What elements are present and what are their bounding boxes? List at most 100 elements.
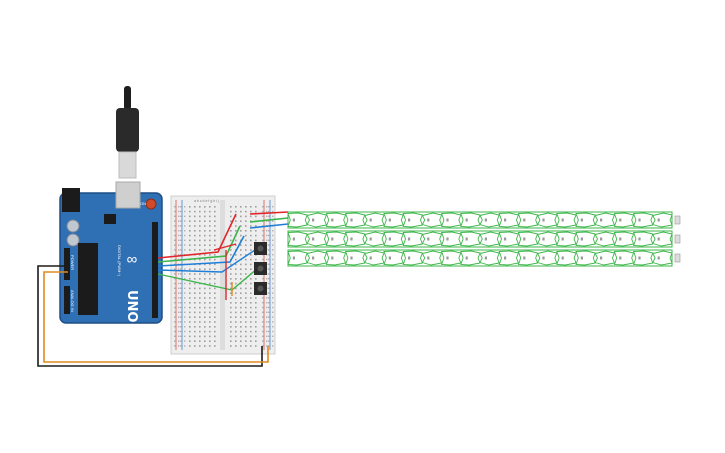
neopixel-led[interactable] xyxy=(652,212,673,228)
wire-orange-power[interactable] xyxy=(43,271,269,363)
neopixel-led[interactable] xyxy=(440,231,462,247)
pushbutton-cap[interactable] xyxy=(257,265,264,272)
neopixel-led[interactable] xyxy=(460,231,481,247)
breadboard-hole xyxy=(214,273,216,275)
neopixel-led[interactable] xyxy=(556,250,577,266)
neopixel-led[interactable] xyxy=(344,231,366,247)
led-pad xyxy=(542,237,545,241)
wire-blue-strip[interactable] xyxy=(249,223,289,229)
pushbuttons[interactable] xyxy=(254,242,267,295)
neopixel-led[interactable] xyxy=(632,231,654,247)
neopixel-led[interactable] xyxy=(517,231,539,247)
neopixel-led[interactable] xyxy=(306,212,328,228)
neopixel-led[interactable] xyxy=(287,212,308,228)
neopixel-led[interactable] xyxy=(440,212,462,228)
neopixel-led[interactable] xyxy=(383,231,404,247)
wire-red-2[interactable] xyxy=(213,243,237,300)
neopixel-led[interactable] xyxy=(383,250,404,266)
neopixel-led[interactable] xyxy=(613,250,635,266)
neopixel-led[interactable] xyxy=(613,231,635,247)
reset-button[interactable] xyxy=(145,198,157,210)
usb-cable[interactable] xyxy=(116,86,139,179)
neopixel-led[interactable] xyxy=(479,250,500,266)
neopixel-led[interactable] xyxy=(536,212,558,228)
pushbutton-cap[interactable] xyxy=(257,285,264,292)
neopixel-led[interactable] xyxy=(594,212,616,228)
neopixel-led[interactable] xyxy=(402,250,424,266)
rail-hole xyxy=(268,206,270,208)
wire-blue-1[interactable] xyxy=(157,235,245,267)
breadboard-hole xyxy=(189,321,191,323)
neopixel-led[interactable] xyxy=(517,212,539,228)
neopixel-led[interactable] xyxy=(594,231,616,247)
neopixel-led[interactable] xyxy=(479,231,500,247)
wire-red-strip[interactable] xyxy=(249,211,289,215)
neopixel-led[interactable] xyxy=(652,231,673,247)
neopixel-led[interactable] xyxy=(632,250,654,266)
neopixel-led[interactable] xyxy=(421,231,443,247)
pushbutton-cap[interactable] xyxy=(257,245,264,252)
neopixel-led[interactable] xyxy=(536,231,558,247)
rail-hole xyxy=(174,239,176,241)
breadboard-hole xyxy=(194,335,196,338)
rail-hole xyxy=(266,220,268,222)
neopixel-led[interactable] xyxy=(498,250,520,266)
neopixel-led[interactable] xyxy=(517,250,539,266)
neopixel-led[interactable] xyxy=(556,231,577,247)
neopixel-led[interactable] xyxy=(364,231,385,247)
wire-red-1[interactable] xyxy=(157,213,237,259)
neopixel-led[interactable] xyxy=(575,212,596,228)
rail-hole xyxy=(268,340,270,342)
neopixel-led[interactable] xyxy=(594,250,616,266)
neopixel-led[interactable] xyxy=(344,212,366,228)
wires[interactable] xyxy=(37,211,289,367)
wire-black-ground[interactable] xyxy=(37,265,263,367)
neopixel-led[interactable] xyxy=(652,250,673,266)
neopixel-led[interactable] xyxy=(306,231,328,247)
neopixel-led[interactable] xyxy=(575,250,596,266)
pushbutton-2[interactable] xyxy=(254,262,267,275)
wire-green-strip[interactable] xyxy=(249,217,289,223)
neopixel-led[interactable] xyxy=(613,212,635,228)
neopixel-led[interactable] xyxy=(575,231,596,247)
neopixel-led[interactable] xyxy=(287,250,308,266)
led-strip-3[interactable] xyxy=(287,249,681,267)
neopixel-led[interactable] xyxy=(440,250,462,266)
neopixel-led[interactable] xyxy=(383,212,404,228)
led-strip-2[interactable] xyxy=(287,230,681,248)
neopixel-led[interactable] xyxy=(402,231,424,247)
neopixel-led[interactable] xyxy=(402,212,424,228)
rail-hole xyxy=(174,321,176,323)
neopixel-led[interactable] xyxy=(325,250,347,266)
led-strip-1[interactable] xyxy=(287,211,681,229)
neopixel-led[interactable] xyxy=(632,212,654,228)
arduino-uno-board[interactable]: ∞ UNO DIGITAL (PWM~) POWER ANALOG IN ON xyxy=(59,181,163,324)
breadboard-hole xyxy=(189,326,191,328)
neopixel-led[interactable] xyxy=(556,212,577,228)
neopixel-led[interactable] xyxy=(479,212,500,228)
pushbutton-1[interactable] xyxy=(254,242,267,255)
neopixel-led[interactable] xyxy=(364,250,385,266)
neopixel-strips[interactable] xyxy=(287,211,681,267)
neopixel-led[interactable] xyxy=(344,250,366,266)
led-pad xyxy=(561,237,564,241)
neopixel-led[interactable] xyxy=(421,212,443,228)
neopixel-led[interactable] xyxy=(325,212,347,228)
neopixel-led[interactable] xyxy=(460,250,481,266)
neopixel-led[interactable] xyxy=(306,250,328,266)
wire-blue-2[interactable] xyxy=(157,247,259,273)
neopixel-led[interactable] xyxy=(287,231,308,247)
breadboard-hole xyxy=(199,273,201,275)
breadboard-hole xyxy=(199,278,201,280)
pushbutton-3[interactable] xyxy=(254,282,267,295)
neopixel-led[interactable] xyxy=(460,212,481,228)
neopixel-led[interactable] xyxy=(325,231,347,247)
neopixel-led[interactable] xyxy=(498,212,520,228)
neopixel-led[interactable] xyxy=(498,231,520,247)
breadboard-hole xyxy=(209,340,211,342)
neopixel-led[interactable] xyxy=(364,212,385,228)
neopixel-led[interactable] xyxy=(421,250,443,266)
breadboard-hole xyxy=(240,220,242,222)
neopixel-led[interactable] xyxy=(536,250,558,266)
